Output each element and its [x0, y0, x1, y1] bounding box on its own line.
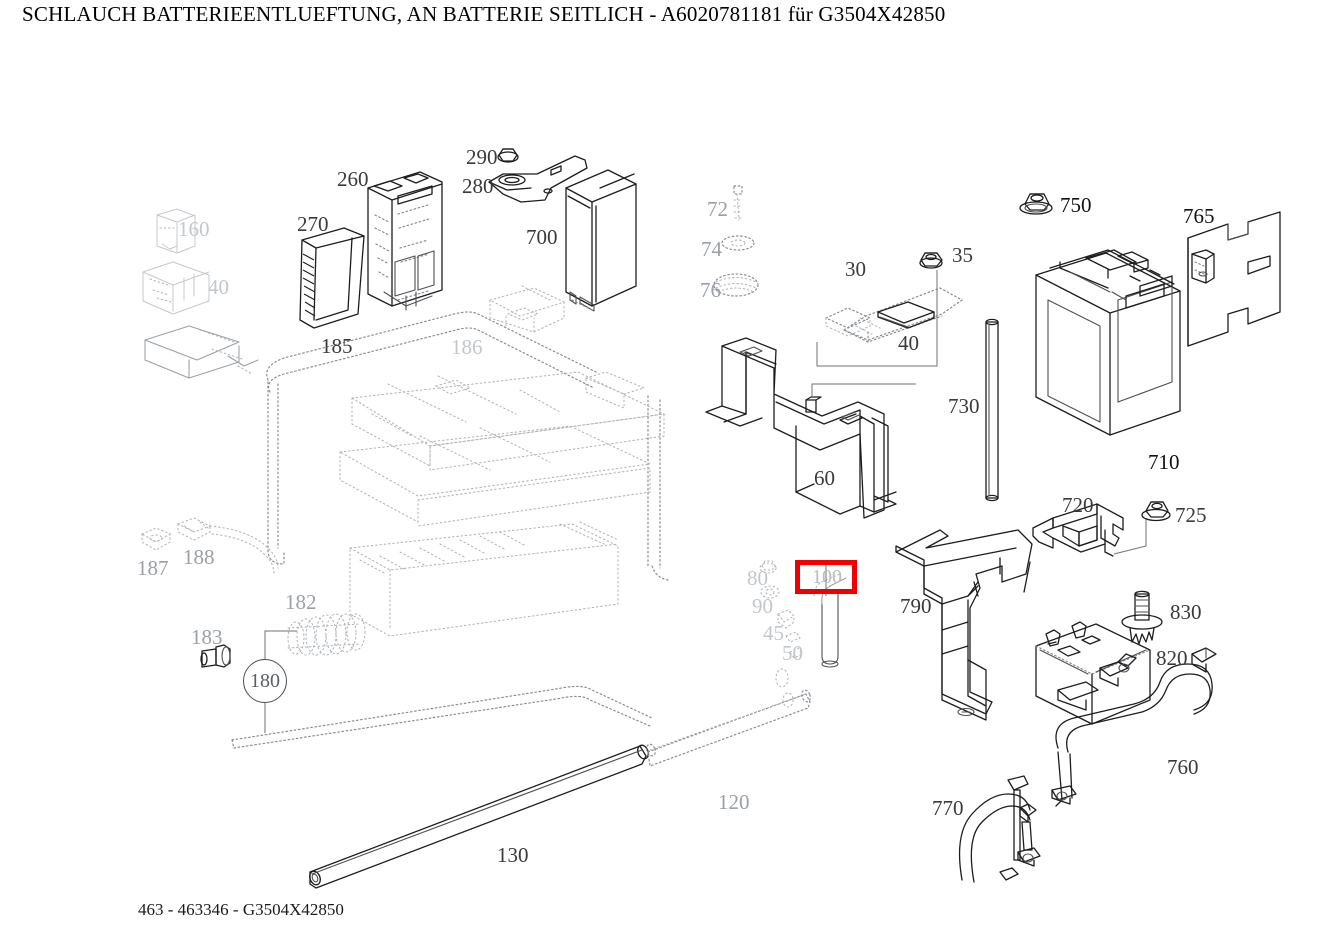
callout-80: 80	[747, 566, 768, 590]
callout-130: 130	[497, 843, 529, 867]
callout-50: 50	[782, 641, 803, 665]
highlighted-part-label: 100	[812, 566, 842, 588]
callout-35: 35	[952, 243, 973, 267]
callout-260: 260	[337, 167, 369, 191]
callout-40a: 40	[208, 275, 229, 299]
callout-182: 182	[285, 590, 317, 614]
callout-187: 187	[137, 556, 169, 580]
callout-90: 90	[752, 594, 773, 618]
callout-710: 710	[1148, 450, 1180, 474]
callout-290: 290	[466, 145, 498, 169]
callout-725: 725	[1175, 503, 1207, 527]
callout-180-circled: 180	[243, 659, 287, 703]
page-title: SCHLAUCH BATTERIEENTLUEFTUNG, AN BATTERI…	[22, 2, 946, 26]
callout-280: 280	[462, 174, 494, 198]
callout-120: 120	[718, 790, 750, 814]
callout-183: 183	[191, 625, 223, 649]
callout-76: 76	[700, 278, 721, 302]
callout-820: 820	[1156, 646, 1188, 670]
callout-185: 185	[321, 334, 353, 358]
callout-40b: 40	[898, 331, 919, 355]
callout-60: 60	[814, 466, 835, 490]
callout-45: 45	[763, 621, 784, 645]
callout-750: 750	[1060, 193, 1092, 217]
callout-188: 188	[183, 545, 215, 569]
callout-700: 700	[526, 225, 558, 249]
callout-30: 30	[845, 257, 866, 281]
page-footer: 463 - 463346 - G3504X42850	[138, 900, 344, 919]
callout-72: 72	[707, 197, 728, 221]
callout-830: 830	[1170, 600, 1202, 624]
highlighted-part-box[interactable]	[795, 560, 857, 594]
callout-160: 160	[178, 217, 210, 241]
callout-74: 74	[701, 237, 722, 261]
callout-760: 760	[1167, 755, 1199, 779]
callout-730: 730	[948, 394, 980, 418]
callout-770: 770	[932, 796, 964, 820]
callout-270: 270	[297, 212, 329, 236]
callout-790: 790	[900, 594, 932, 618]
callout-720: 720	[1062, 493, 1094, 517]
callout-765: 765	[1183, 204, 1215, 228]
callout-186: 186	[451, 335, 483, 359]
